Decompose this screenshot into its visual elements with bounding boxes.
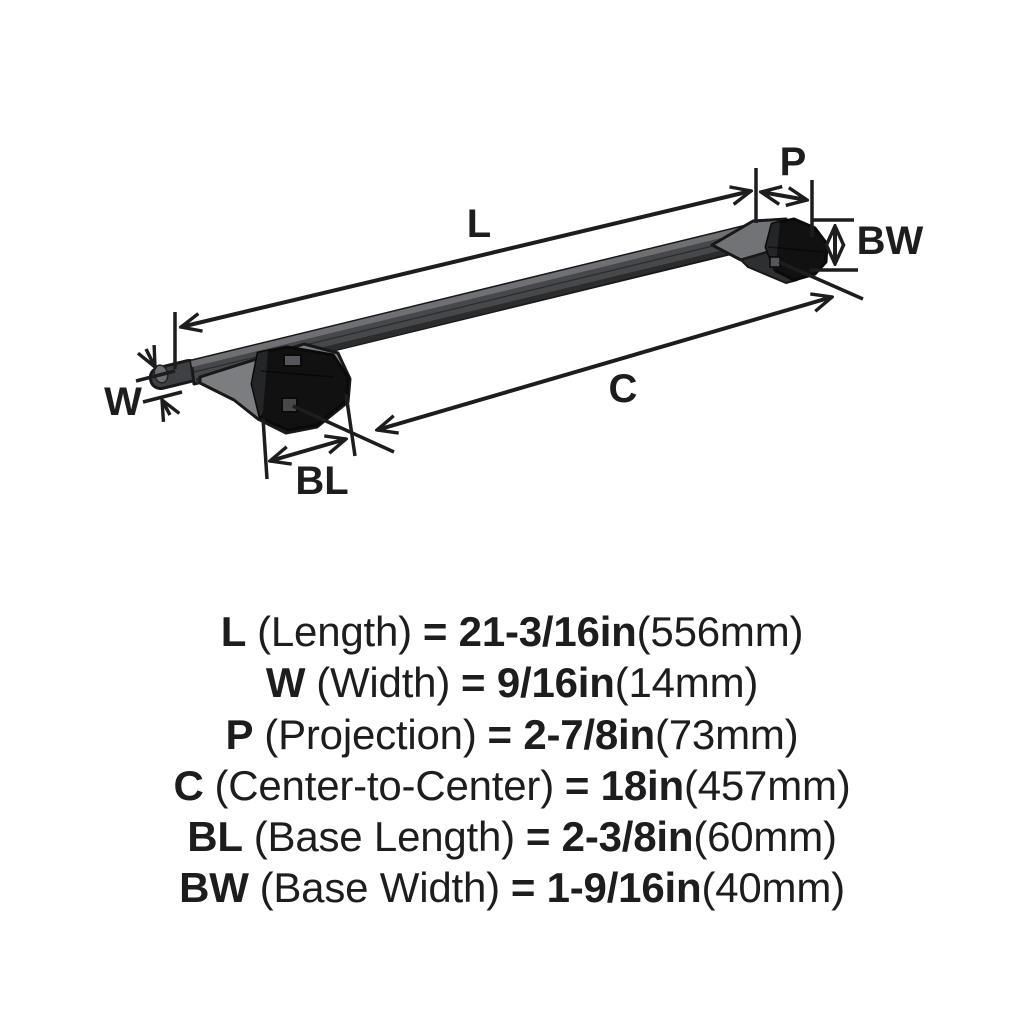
spec-imperial-value: = 2-7/8in bbox=[487, 710, 656, 758]
spec-imperial-value: = 2-3/8in bbox=[525, 813, 694, 861]
spec-line-width: W(Width)= 9/16in(14mm) bbox=[0, 657, 1024, 708]
spec-line-length: L(Length)= 21-3/16in(556mm) bbox=[0, 606, 1024, 657]
label-P: P bbox=[780, 140, 807, 184]
spec-metric-value: (14mm) bbox=[614, 659, 759, 707]
spec-line-center-to-center: C(Center-to-Center)= 18in(457mm) bbox=[0, 760, 1024, 811]
spec-symbol: C bbox=[173, 761, 204, 809]
left-post-bottom-notch bbox=[281, 397, 298, 413]
spec-metric-value: (556mm) bbox=[636, 608, 804, 655]
left-post bbox=[198, 342, 352, 435]
spec-imperial-value: = 1-9/16in bbox=[510, 864, 702, 912]
dimension-spec-list: L(Length)= 21-3/16in(556mm) W(Width)= 9/… bbox=[0, 606, 1024, 914]
spec-imperial-value: = 21-3/16in bbox=[422, 608, 637, 655]
spec-symbol: BW bbox=[179, 864, 249, 912]
dimension-C bbox=[292, 260, 864, 454]
spec-line-projection: P(Projection)= 2-7/8in(73mm) bbox=[0, 709, 1024, 760]
spec-symbol: L bbox=[220, 608, 247, 655]
label-C: C bbox=[609, 367, 638, 411]
spec-symbol: W bbox=[265, 659, 306, 707]
spec-imperial-value: = 18in bbox=[564, 761, 684, 809]
spec-line-base-width: BW(Base Width)= 1-9/16in(40mm) bbox=[0, 862, 1024, 913]
spec-description: (Base Length) bbox=[253, 813, 515, 861]
spec-description: (Length) bbox=[257, 608, 412, 655]
towel-bar-dimension-drawing: L W P C BL BW bbox=[104, 140, 924, 503]
label-L: L bbox=[467, 202, 491, 246]
dimension-BW bbox=[810, 218, 858, 272]
spec-metric-value: (73mm) bbox=[654, 710, 799, 758]
spec-symbol: BL bbox=[187, 813, 243, 861]
label-W: W bbox=[104, 380, 142, 424]
spec-description: (Width) bbox=[316, 659, 451, 707]
left-post-top-notch bbox=[283, 354, 302, 367]
dimension-W bbox=[135, 349, 183, 415]
spec-description: (Center-to-Center) bbox=[214, 761, 554, 809]
spec-metric-value: (457mm) bbox=[683, 761, 851, 809]
spec-metric-value: (40mm) bbox=[701, 864, 845, 912]
label-BW: BW bbox=[857, 219, 924, 263]
towel-bar-product bbox=[148, 217, 829, 435]
dimension-BL bbox=[261, 393, 357, 480]
dimension-annotations bbox=[135, 168, 864, 480]
dimension-L bbox=[173, 168, 758, 369]
label-BL: BL bbox=[295, 459, 348, 503]
left-post-facet bbox=[252, 351, 268, 417]
spec-description: (Base Width) bbox=[259, 864, 501, 912]
dimension-P bbox=[761, 180, 814, 237]
spec-metric-value: (60mm) bbox=[693, 813, 837, 861]
right-post-bottom-notch bbox=[769, 256, 781, 268]
spec-line-base-length: BL(Base Length)= 2-3/8in(60mm) bbox=[0, 811, 1024, 862]
spec-imperial-value: = 9/16in bbox=[461, 659, 615, 707]
spec-symbol: P bbox=[225, 710, 254, 758]
spec-description: (Projection) bbox=[264, 710, 477, 758]
